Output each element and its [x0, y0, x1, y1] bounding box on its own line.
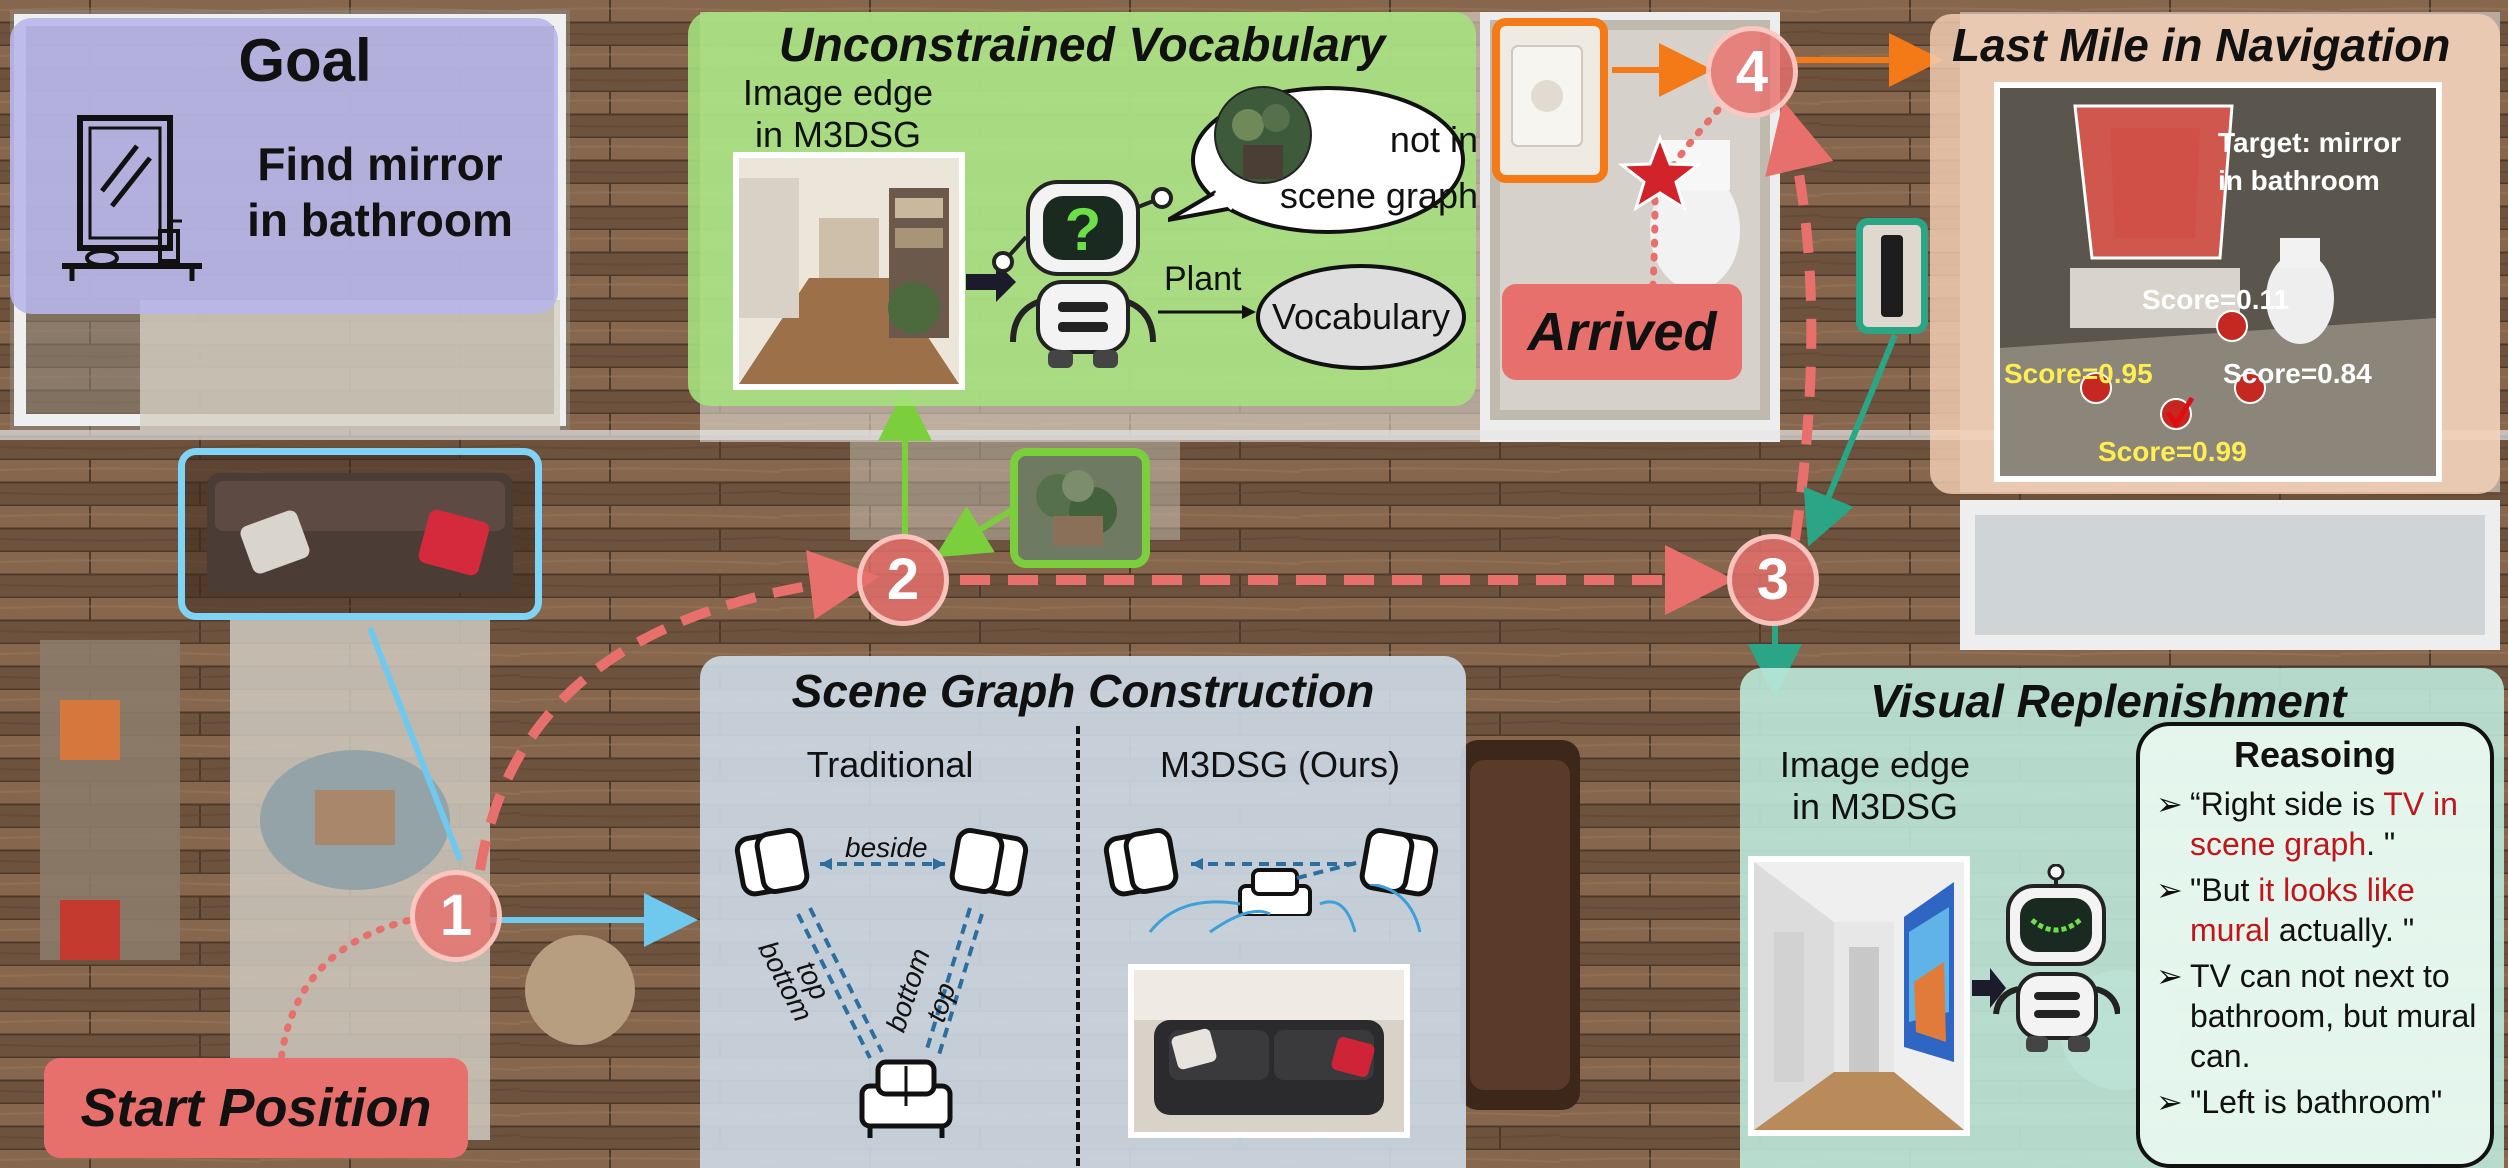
vocab-panel: Unconstrained Vocabulary Image edge in M… [688, 12, 1478, 406]
sink-highlight-box [1492, 18, 1608, 183]
visual-replenishment-title: Visual Replenishment [1870, 675, 2347, 727]
dotted-path-4-to-star [1656, 106, 1722, 194]
vocab-room-photo [733, 152, 965, 390]
score-0-11: Score=0.11 [2142, 284, 2290, 315]
reasoning-item: TV can not next to bathroom, but mural c… [2156, 956, 2480, 1076]
svg-text:?: ? [1065, 196, 1102, 263]
image-edge-arcs [1148, 884, 1422, 934]
hallway-photo [1748, 856, 1970, 1136]
scene-graph-title: Scene Graph Construction [791, 665, 1375, 717]
bubble-text: not in scene graph [1279, 119, 1478, 216]
plant-arrow-icon [1158, 305, 1256, 319]
sofa-photo [1128, 964, 1410, 1138]
tv-highlight-box [1856, 218, 1928, 334]
traditional-label: Traditional [806, 744, 974, 785]
sofa-link-line [367, 626, 463, 862]
score-0-99: Score=0.99 [2098, 436, 2247, 467]
mirror-icon [62, 115, 202, 281]
reasoning-item: “Right side is TV in scene graph. " [2156, 784, 2480, 864]
last-mile-title: Last Mile in Navigation [1952, 19, 2451, 71]
score-0-95: Score=0.95 [2004, 358, 2153, 389]
visual-image-edge-label: Image edge in M3DSG [1779, 744, 1971, 827]
edge-beside-label: beside [845, 832, 928, 863]
reasoning-text: “Right side is [2190, 786, 2384, 822]
reasoning-item: "Left is bathroom" [2156, 1082, 2480, 1122]
reasoning-highlight: TV in scene graph [2190, 786, 2458, 862]
teal-arrow-to-3 [1803, 333, 1898, 547]
m3dsg-ours-label: M3DSG (Ours) [1159, 744, 1400, 785]
m3dsg-graph [1103, 828, 1439, 916]
reasoning-text: "Left is bathroom" [2190, 1084, 2443, 1120]
arrived-label: Arrived [1502, 284, 1742, 380]
dashed-path-1-to-2 [475, 550, 880, 871]
plant-link-arrow [934, 502, 1022, 558]
armchair-icon-left [734, 828, 810, 897]
arrow-to-robot-icon [1972, 968, 2006, 1008]
goal-title: Goal [238, 27, 372, 94]
scene-graph-panel: Scene Graph Construction Traditional M3D… [700, 656, 1466, 1168]
sofa-highlight-box [178, 448, 542, 620]
score-0-84: Score=0.84 [2223, 358, 2372, 389]
reasoning-item: "But it looks like mural actually. " [2156, 870, 2480, 950]
reasoning-list: “Right side is TV in scene graph. ""But … [2140, 776, 2490, 1122]
reasoning-text: "But [2190, 872, 2259, 908]
visual-replenishment-panel: Visual Replenishment Image edge in M3DSG [1740, 668, 2504, 1168]
plant-highlight-box [1010, 448, 1150, 568]
last-mile-panel: Last Mile in Navigation Target: mirror i… [1930, 14, 2500, 494]
destination-star-icon [1617, 133, 1703, 212]
vocab-title: Unconstrained Vocabulary [778, 19, 1386, 72]
traditional-graph [734, 828, 1029, 1138]
reasoning-text: actually. " [2270, 912, 2415, 948]
dotted-start-path [276, 916, 414, 1074]
waypoint-2: 2 [857, 534, 949, 626]
bathroom-photo [1994, 82, 2442, 482]
armchair-icon-right [949, 828, 1029, 897]
start-position-label: Start Position [44, 1058, 468, 1158]
divider-line [1076, 726, 1080, 1166]
confused-robot-icon: ? [992, 180, 1173, 368]
thought-bubble [1168, 86, 1465, 234]
happy-robot-icon [1993, 864, 2120, 1052]
reasoning-text: TV can not next to bathroom, but mural c… [2190, 958, 2477, 1074]
waypoint-4: 4 [1706, 26, 1798, 118]
waypoint-1: 1 [410, 870, 502, 962]
plant-label: Plant [1164, 260, 1242, 298]
goal-panel: Goal Find mirror in bathroom [10, 18, 558, 314]
sofa-icon [859, 1059, 953, 1138]
reasoning-title: Reasoing [2233, 734, 2397, 775]
reasoning-box: Reasoing “Right side is TV in scene grap… [2136, 722, 2494, 1168]
vocab-image-edge-label: Image edge in M3DSG [742, 72, 934, 155]
waypoint-3: 3 [1727, 534, 1819, 626]
goal-task: Find mirror in bathroom [247, 138, 513, 246]
reasoning-text: . " [2366, 826, 2396, 862]
target-label: Target: mirror in bathroom [2218, 127, 2402, 196]
dashed-path-3-to-4 [1765, 100, 1834, 541]
vocabulary-node: Vocabulary [1256, 264, 1466, 370]
reasoning-highlight: it looks like mural [2190, 872, 2415, 948]
